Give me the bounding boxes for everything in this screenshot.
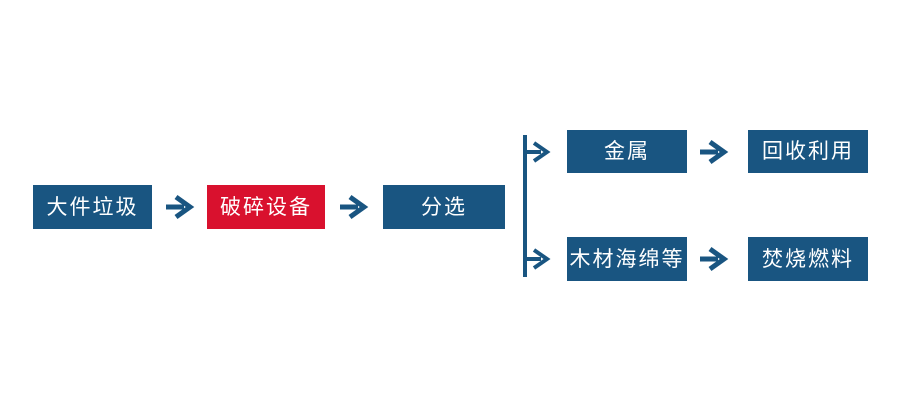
- node-incineration-fuel: 焚烧燃料: [748, 237, 868, 281]
- arrow-right-icon: [697, 244, 731, 274]
- node-bulky-waste: 大件垃圾: [33, 185, 152, 229]
- arrow-right-icon: [697, 137, 731, 167]
- node-recycling: 回收利用: [748, 130, 868, 173]
- node-crushing-equipment: 破碎设备: [207, 185, 325, 229]
- node-crushing-equipment-label: 破碎设备: [220, 194, 312, 219]
- node-sorting: 分选: [383, 185, 505, 229]
- node-wood-sponge-label: 木材海绵等: [569, 246, 685, 271]
- arrow-right-icon: [163, 192, 197, 222]
- node-incineration-fuel-label: 焚烧燃料: [762, 246, 854, 271]
- node-metal: 金属: [567, 130, 687, 173]
- arrow-right-icon: [337, 192, 371, 222]
- node-wood-sponge: 木材海绵等: [567, 237, 687, 281]
- branch-connector-line: [523, 135, 527, 277]
- node-bulky-waste-label: 大件垃圾: [46, 194, 139, 219]
- branch-arrow-right-icon: [526, 140, 552, 164]
- node-recycling-label: 回收利用: [762, 139, 854, 163]
- branch-arrow-right-icon: [526, 247, 552, 271]
- node-sorting-label: 分选: [421, 194, 467, 219]
- node-metal-label: 金属: [604, 139, 650, 163]
